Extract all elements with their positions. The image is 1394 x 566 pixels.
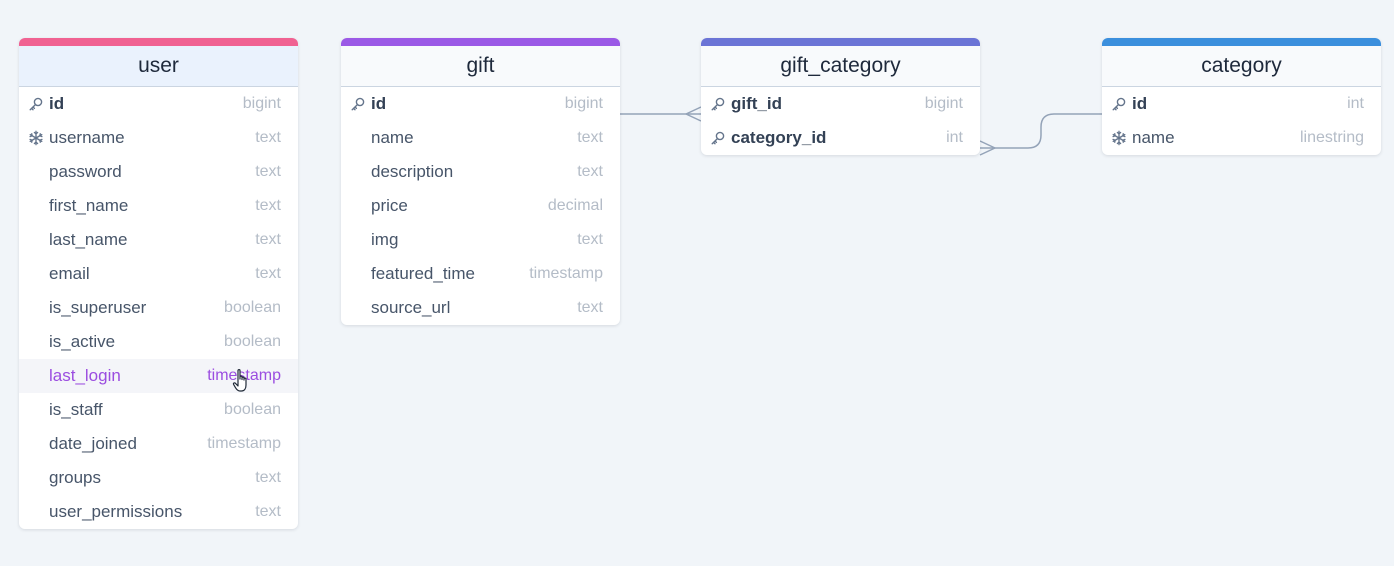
field-row-source-url[interactable]: source_url text (341, 291, 620, 325)
field-type: text (255, 265, 281, 282)
field-name: name (371, 128, 414, 147)
crows-foot-marker (979, 140, 996, 156)
field-name: is_superuser (49, 298, 147, 317)
field-row-is-staff[interactable]: is_staff boolean (19, 393, 298, 427)
field-name: source_url (371, 298, 451, 317)
field-row-name[interactable]: name text (341, 121, 620, 155)
field-type: timestamp (207, 367, 281, 384)
table-category[interactable]: category id int name linestring (1102, 38, 1381, 155)
field-row-category-id[interactable]: category_id int (701, 121, 980, 155)
field-type: decimal (547, 197, 603, 214)
field-type: boolean (224, 333, 281, 350)
field-row-is-superuser[interactable]: is_superuser boolean (19, 291, 298, 325)
hand-pointer-icon (232, 369, 247, 392)
table-header[interactable]: gift_category (701, 38, 980, 87)
field-list: id bigint name text description text price deci… (341, 87, 620, 325)
field-name: img (371, 230, 399, 249)
field-name: price (371, 196, 408, 215)
field-row-featured-time[interactable]: featured_time timestamp (341, 257, 620, 291)
snowflake-icon (1111, 130, 1127, 146)
field-row-gift-id[interactable]: gift_id bigint (701, 87, 980, 121)
key-icon (710, 96, 726, 112)
field-row-username[interactable]: username text (19, 121, 298, 155)
field-name: date_joined (49, 434, 137, 453)
field-name: id (371, 94, 387, 113)
table-header[interactable]: gift (341, 38, 620, 87)
field-row-price[interactable]: price decimal (341, 189, 620, 223)
field-row-img[interactable]: img text (341, 223, 620, 257)
field-row-id[interactable]: id bigint (19, 87, 298, 121)
field-row-date-joined[interactable]: date_joined timestamp (19, 427, 298, 461)
table-header[interactable]: category (1102, 38, 1381, 87)
field-type: text (255, 469, 281, 486)
table-gift[interactable]: gift id bigint name text description text pric… (341, 38, 620, 325)
field-type: boolean (224, 401, 281, 418)
field-type: text (255, 163, 281, 180)
field-type: int (1347, 95, 1364, 112)
field-name: password (49, 162, 122, 181)
field-row-last-name[interactable]: last_name text (19, 223, 298, 257)
table-gift-category[interactable]: gift_category gift_id bigint category_id in… (701, 38, 980, 155)
field-type: text (577, 129, 603, 146)
field-name: user_permissions (49, 502, 183, 521)
field-name: last_login (49, 366, 121, 385)
field-type: text (577, 163, 603, 180)
field-type: int (946, 129, 963, 146)
field-type: bigint (242, 95, 281, 112)
snowflake-icon (28, 130, 44, 146)
field-type: timestamp (529, 265, 603, 282)
field-name: gift_id (731, 94, 782, 113)
field-name: email (49, 264, 90, 283)
field-name: first_name (49, 196, 129, 215)
field-type: text (577, 231, 603, 248)
field-type: text (577, 299, 603, 316)
field-row-user-permissions[interactable]: user_permissions text (19, 495, 298, 529)
field-row-id[interactable]: id int (1102, 87, 1381, 121)
field-row-email[interactable]: email text (19, 257, 298, 291)
field-name: id (1132, 94, 1148, 113)
field-name: groups (49, 468, 101, 487)
table-header[interactable]: user (19, 38, 298, 87)
field-name: featured_time (371, 264, 475, 283)
crows-foot-marker (685, 106, 702, 122)
field-row-name[interactable]: name linestring (1102, 121, 1381, 155)
field-type: timestamp (207, 435, 281, 452)
field-name: username (49, 128, 125, 147)
field-type: text (255, 231, 281, 248)
field-type: bigint (924, 95, 963, 112)
field-name: last_name (49, 230, 128, 249)
field-name: description (371, 162, 454, 181)
field-row-last-login[interactable]: last_login timestamp (19, 359, 298, 393)
field-row-password[interactable]: password text (19, 155, 298, 189)
key-icon (28, 96, 44, 112)
field-name: name (1132, 128, 1175, 147)
connector-category-to-gift-category (980, 113, 1102, 149)
field-name: id (49, 94, 65, 113)
field-type: text (255, 503, 281, 520)
field-row-first-name[interactable]: first_name text (19, 189, 298, 223)
field-row-id[interactable]: id bigint (341, 87, 620, 121)
field-list: id int name linestring (1102, 87, 1381, 155)
field-row-description[interactable]: description text (341, 155, 620, 189)
field-list: gift_id bigint category_id int (701, 87, 980, 155)
field-type: text (255, 129, 281, 146)
field-type: bigint (564, 95, 603, 112)
field-name: is_staff (49, 400, 103, 419)
field-type: linestring (1299, 129, 1364, 146)
field-name: category_id (731, 128, 827, 147)
key-icon (350, 96, 366, 112)
field-type: boolean (224, 299, 281, 316)
field-name: is_active (49, 332, 116, 351)
field-row-is-active[interactable]: is_active boolean (19, 325, 298, 359)
field-row-groups[interactable]: groups text (19, 461, 298, 495)
key-icon (710, 130, 726, 146)
field-type: text (255, 197, 281, 214)
key-icon (1111, 96, 1127, 112)
